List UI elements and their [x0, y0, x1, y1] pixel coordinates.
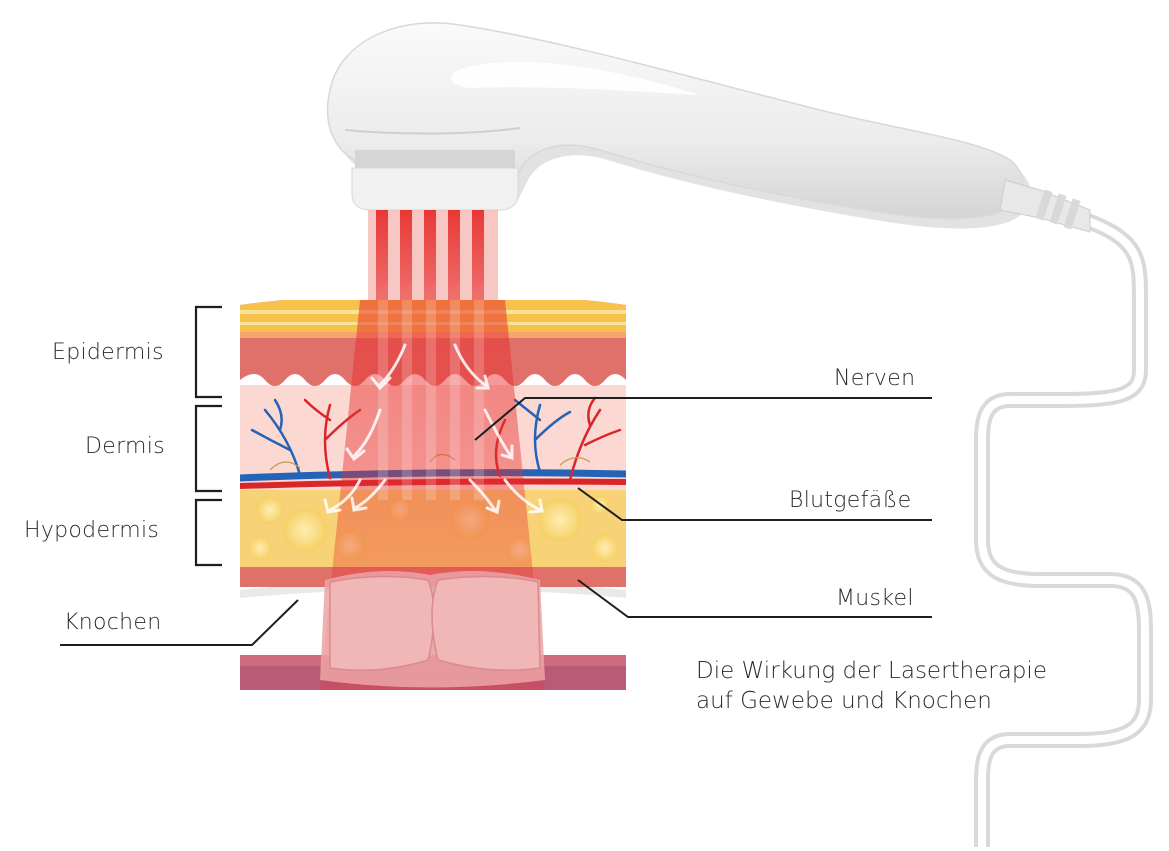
cable-connector: [1000, 180, 1090, 232]
laser-beams: [368, 210, 498, 305]
label-epidermis: Epidermis: [52, 340, 164, 365]
layer-brackets: [196, 307, 222, 565]
label-nerven: Nerven: [834, 366, 915, 391]
label-dermis: Dermis: [85, 434, 165, 459]
label-hypodermis: Hypodermis: [24, 518, 159, 543]
label-blutgefaesse: Blutgefäße: [789, 488, 911, 513]
device-head: [352, 168, 518, 210]
label-knochen: Knochen: [64, 610, 161, 635]
device-collar: [355, 150, 515, 168]
bracket-epidermis: [196, 307, 222, 397]
caption-line-2: auf Gewebe und Knochen: [696, 687, 992, 715]
tissue-cross-section: [240, 300, 626, 690]
bracket-hypodermis: [196, 500, 222, 565]
device-cable: [982, 220, 1145, 847]
bracket-dermis: [196, 406, 222, 491]
laser-device: [328, 23, 1090, 232]
caption-line-1: Die Wirkung der Lasertherapie: [696, 657, 1047, 685]
label-muskel: Muskel: [836, 586, 914, 611]
